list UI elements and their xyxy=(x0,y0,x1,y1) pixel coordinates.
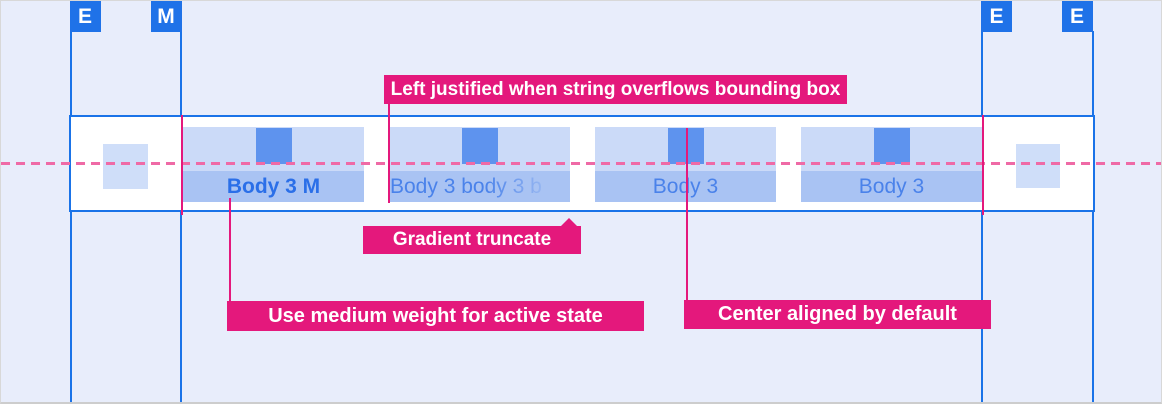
marker-e-left: E xyxy=(69,1,101,32)
gradient-truncate-fade xyxy=(484,171,570,202)
connector-left-justified xyxy=(387,104,390,203)
guide-line-margin-left xyxy=(179,31,182,402)
guide-line-edge-right xyxy=(1091,31,1094,402)
tab-icon-placeholder xyxy=(255,128,292,164)
marker-e-right-inner: E xyxy=(981,1,1012,32)
connector-tab-end-edge xyxy=(981,115,984,215)
annotation-gradient-truncate: Gradient truncate xyxy=(363,218,581,254)
connector-medium-weight xyxy=(228,198,231,301)
caret-up-icon xyxy=(561,218,577,226)
annotation-text: Gradient truncate xyxy=(392,229,552,250)
guide-line-margin-right xyxy=(981,31,983,402)
tab-label: Body 3 M xyxy=(183,171,364,202)
connector-center-aligned xyxy=(685,128,688,301)
marker-e-right-outer: E xyxy=(1061,1,1093,32)
tab-label: Body 3 xyxy=(801,171,982,202)
connector-tab-start-edge xyxy=(180,115,183,215)
annotation-center-aligned: Center aligned by default xyxy=(684,300,991,329)
left-icon-placeholder xyxy=(103,144,148,189)
annotation-left-justified: Left justified when string overflows bou… xyxy=(384,75,847,104)
right-icon-placeholder xyxy=(1016,144,1060,188)
tab-icon-placeholder xyxy=(873,128,910,164)
annotation-medium-weight: Use medium weight for active state xyxy=(227,301,644,331)
guide-line-edge-left xyxy=(69,31,72,402)
tab-active[interactable]: Body 3 M xyxy=(183,127,364,202)
center-dashed-line xyxy=(1,162,1161,165)
tab-icon-placeholder xyxy=(461,128,498,164)
marker-m-left: M xyxy=(150,1,182,32)
